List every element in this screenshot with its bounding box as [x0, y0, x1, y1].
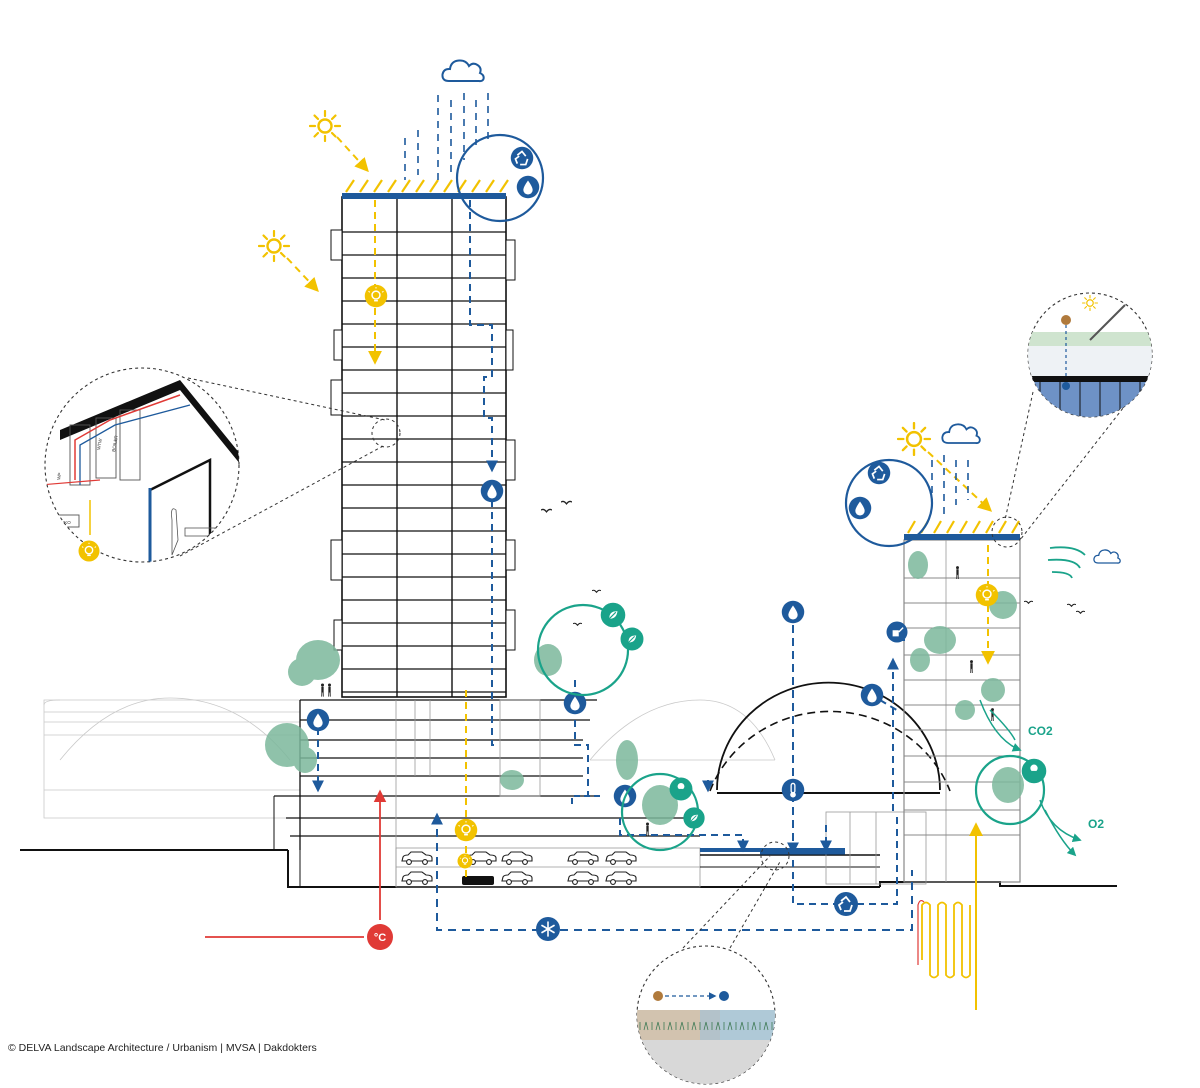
- heat-flows: [205, 789, 387, 938]
- tower-floor-lines: [342, 231, 506, 693]
- recycle-icon: [833, 891, 859, 917]
- snowflake-icon: [535, 916, 561, 942]
- tree-icon: [1021, 758, 1047, 784]
- co2-label: CO2: [1028, 724, 1053, 738]
- lightbulb-icon: [454, 818, 478, 842]
- water-drop-icon: [480, 479, 504, 503]
- parking-cars: [401, 851, 637, 885]
- svg-text:WTW: WTW: [96, 437, 103, 450]
- o2-label: O2: [1088, 817, 1104, 831]
- recycle-icon: [509, 145, 535, 171]
- leaf-icon: [620, 627, 644, 651]
- detail-circle-apartment: BOILER WTW WP WKO: [44, 367, 401, 563]
- lightbulb-icon: [975, 583, 999, 607]
- water-drop-icon: [860, 683, 884, 707]
- lightbulb-icon: [77, 539, 101, 563]
- wind-icon: [1093, 549, 1121, 564]
- celsius-icon: °C: [367, 924, 393, 950]
- detail-circle-green-roof: [991, 292, 1153, 548]
- svg-text:BOILER: BOILER: [111, 434, 119, 452]
- water-drop-icon: [848, 496, 872, 520]
- svg-text:WKO: WKO: [60, 520, 71, 525]
- svg-text:°C: °C: [374, 932, 386, 944]
- water-drop-icon: [781, 600, 805, 624]
- dome-structure: [709, 681, 951, 885]
- solar-energy-flows: [258, 110, 1020, 1010]
- lightbulb-icon: [364, 284, 388, 308]
- greenery: [265, 551, 1024, 825]
- geothermal-coils: [917, 899, 971, 979]
- cloud-icon-top: [441, 59, 485, 83]
- svg-text:WP: WP: [56, 472, 62, 480]
- sun-icon-left: [258, 230, 290, 262]
- biodiversity-flows: [536, 546, 1086, 857]
- leaf-icon: [683, 807, 705, 829]
- podium-building: [273, 699, 880, 888]
- detail-circle-rain-garden: [636, 841, 790, 1085]
- water-drop-icon: [516, 175, 540, 199]
- thermometer-icon: [781, 778, 805, 802]
- watering-can-icon: [885, 620, 909, 644]
- cloud-icon-right: [941, 423, 981, 445]
- lightbulb-icon: [457, 853, 473, 869]
- sun-icon-top: [309, 110, 341, 142]
- sun-icon-right: [897, 422, 931, 456]
- main-tower: [330, 193, 516, 698]
- recycle-icon: [866, 460, 892, 486]
- credit-line: © DELVA Landscape Architecture / Urbanis…: [8, 1042, 317, 1054]
- tower-balconies: [330, 229, 516, 651]
- leaf-icon: [600, 602, 626, 628]
- tree-icon: [669, 777, 693, 801]
- water-drop-icon: [306, 708, 330, 732]
- station-roof-background: [43, 697, 776, 819]
